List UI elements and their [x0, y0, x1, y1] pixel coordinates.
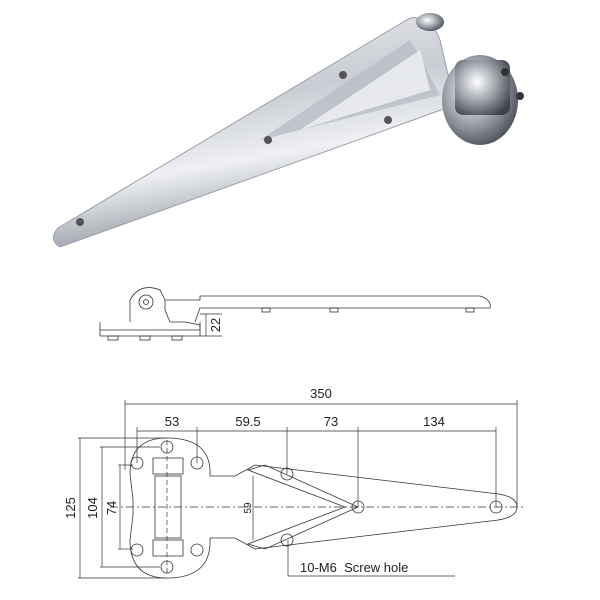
- side-view: 22: [99, 287, 491, 341]
- dim-104: 104: [85, 497, 100, 519]
- dim-350: 350: [310, 386, 332, 401]
- dim-73: 73: [324, 414, 338, 429]
- dim-74: 74: [104, 501, 119, 515]
- dim-59: 59: [243, 502, 254, 514]
- dim-53: 53: [165, 414, 179, 429]
- dim-59-5: 59.5: [235, 414, 260, 429]
- screw-holes: [130, 440, 503, 574]
- dim-125: 125: [63, 497, 78, 519]
- screw-hole-callout: 10-M6 Screw hole: [300, 560, 408, 575]
- dim-22: 22: [208, 318, 223, 332]
- hinge-photo: [53, 13, 524, 248]
- top-view: 350 53 59.5 73 134 125 104 74 59 10-M6 S…: [63, 386, 525, 579]
- dim-134: 134: [423, 414, 445, 429]
